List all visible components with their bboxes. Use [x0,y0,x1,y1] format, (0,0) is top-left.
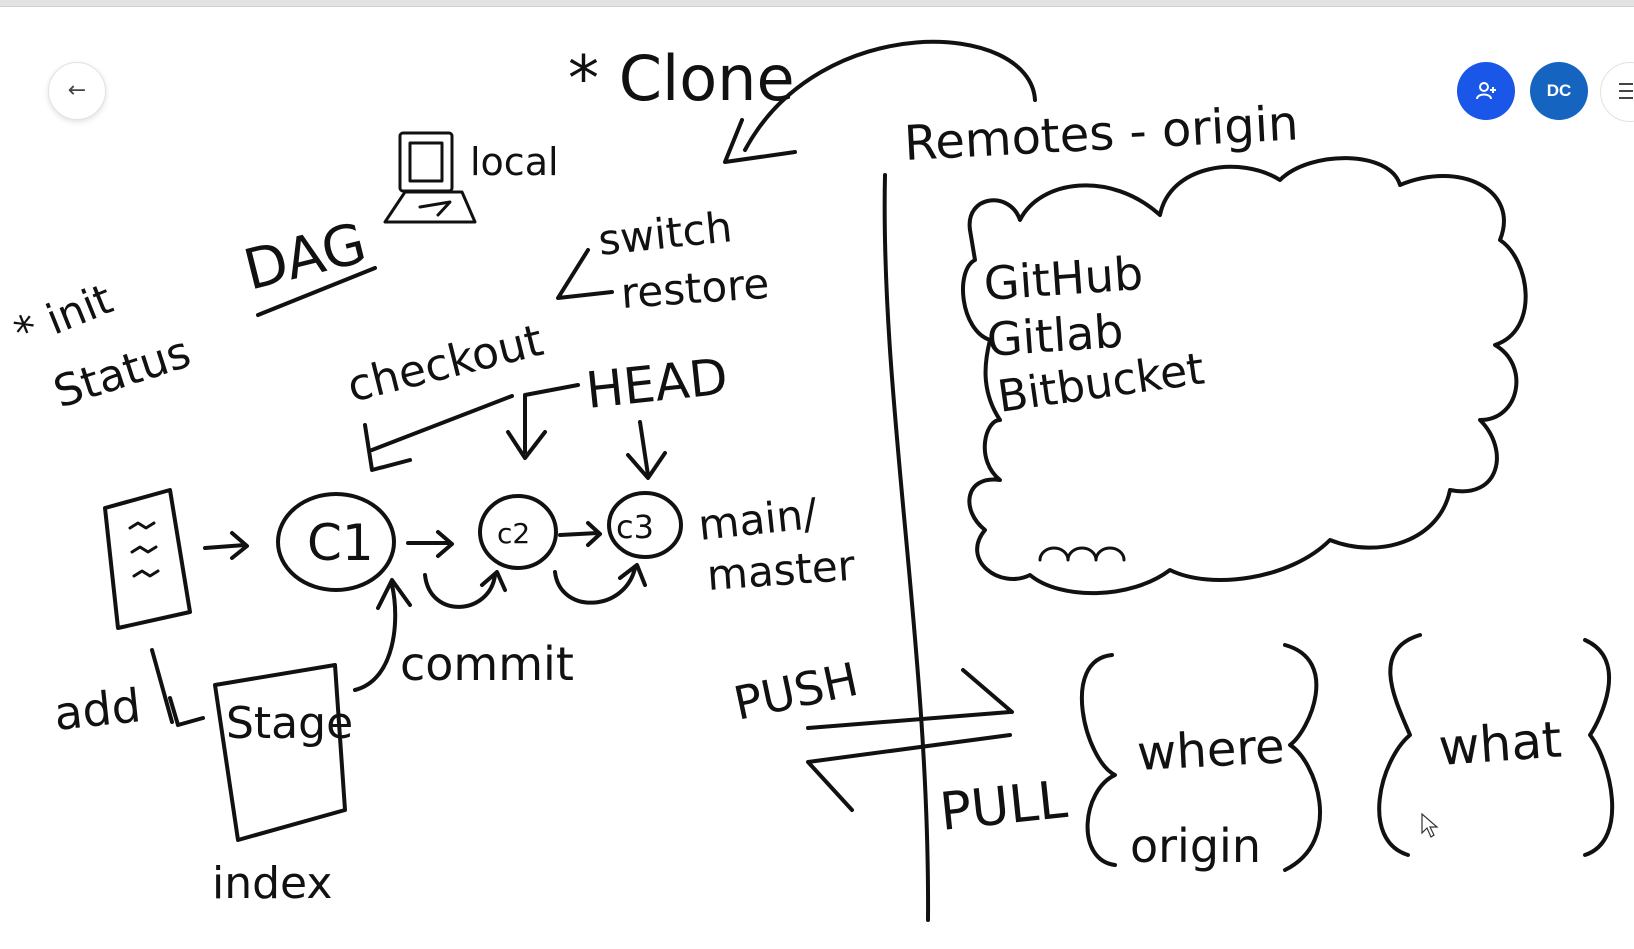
head-label: HEAD [583,347,730,420]
restore-label: restore [619,259,770,318]
head-line [523,383,580,454]
commit-arrow [353,578,412,692]
arrow-left-icon: ← [67,78,87,103]
top-border [0,0,1634,7]
commit-node-c1 [276,492,396,592]
main-label: main/ [696,489,820,550]
what-left-brace [1377,633,1422,857]
add-person-icon [1476,82,1496,100]
where-right-brace [1283,643,1323,872]
add-label: add [52,678,144,741]
commit-node-c3 [607,491,683,559]
computer-icon [383,131,477,224]
switch-label: switch [596,202,734,265]
commit-node-c2 [478,494,558,570]
remote-cloud [961,156,1528,596]
parent-curve-c1-c2 [423,570,507,609]
remotes-label: Remotes - origin [903,95,1300,172]
file-to-c1-arrow [203,531,249,560]
c2-to-c3-arrow [558,521,602,547]
head-arrow-c2 [506,430,547,460]
back-button[interactable]: ← [48,62,106,120]
mouse-cursor-icon [1421,813,1439,838]
c1-to-c2-arrow [406,530,454,558]
commit-action-label: commit [400,637,574,691]
head-arrow-c3 [626,420,667,480]
local-remote-divider [882,173,931,922]
pull-label: PULL [937,770,1070,843]
status-label: Status [48,327,197,419]
dag-label: DAG [238,211,373,304]
avatar-initials: DC [1546,81,1572,100]
what-label: what [1437,711,1564,777]
pull-arrow [806,733,1012,812]
add-arrow [150,648,205,727]
where-label: where [1136,718,1286,782]
parent-curve-c2-c3 [553,563,647,605]
commit-label-c3: c3 [616,508,654,546]
invite-button[interactable] [1457,62,1515,120]
cloud-curls [1038,546,1126,562]
clone-label: * Clone [568,42,795,115]
file-icon [103,488,192,630]
hamburger-menu-icon [1619,83,1633,104]
master-label: master [705,541,857,600]
host-gitlab: Gitlab [985,304,1125,367]
stage-label: Stage [226,698,353,749]
local-label: local [470,140,559,184]
dag-underline [256,266,377,317]
host-github: GitHub [982,246,1145,311]
checkout-label: checkout [342,315,548,413]
push-arrow [806,668,1014,730]
commit-label-c1: C1 [307,514,374,572]
what-right-brace [1583,638,1615,857]
index-label: index [212,858,332,909]
commit-label-c2: c2 [497,517,530,550]
where-left-brace [1079,653,1117,867]
clone-arrow-head [723,118,797,164]
stage-box [213,663,347,842]
clone-arrow [743,39,1037,152]
user-avatar[interactable]: DC [1530,62,1588,120]
origin-label: origin [1130,819,1261,873]
init-label: * init [7,274,119,357]
push-label: PUSH [729,652,863,731]
head-arrow-c1 [363,394,514,472]
switch-restore-bracket [556,248,614,300]
